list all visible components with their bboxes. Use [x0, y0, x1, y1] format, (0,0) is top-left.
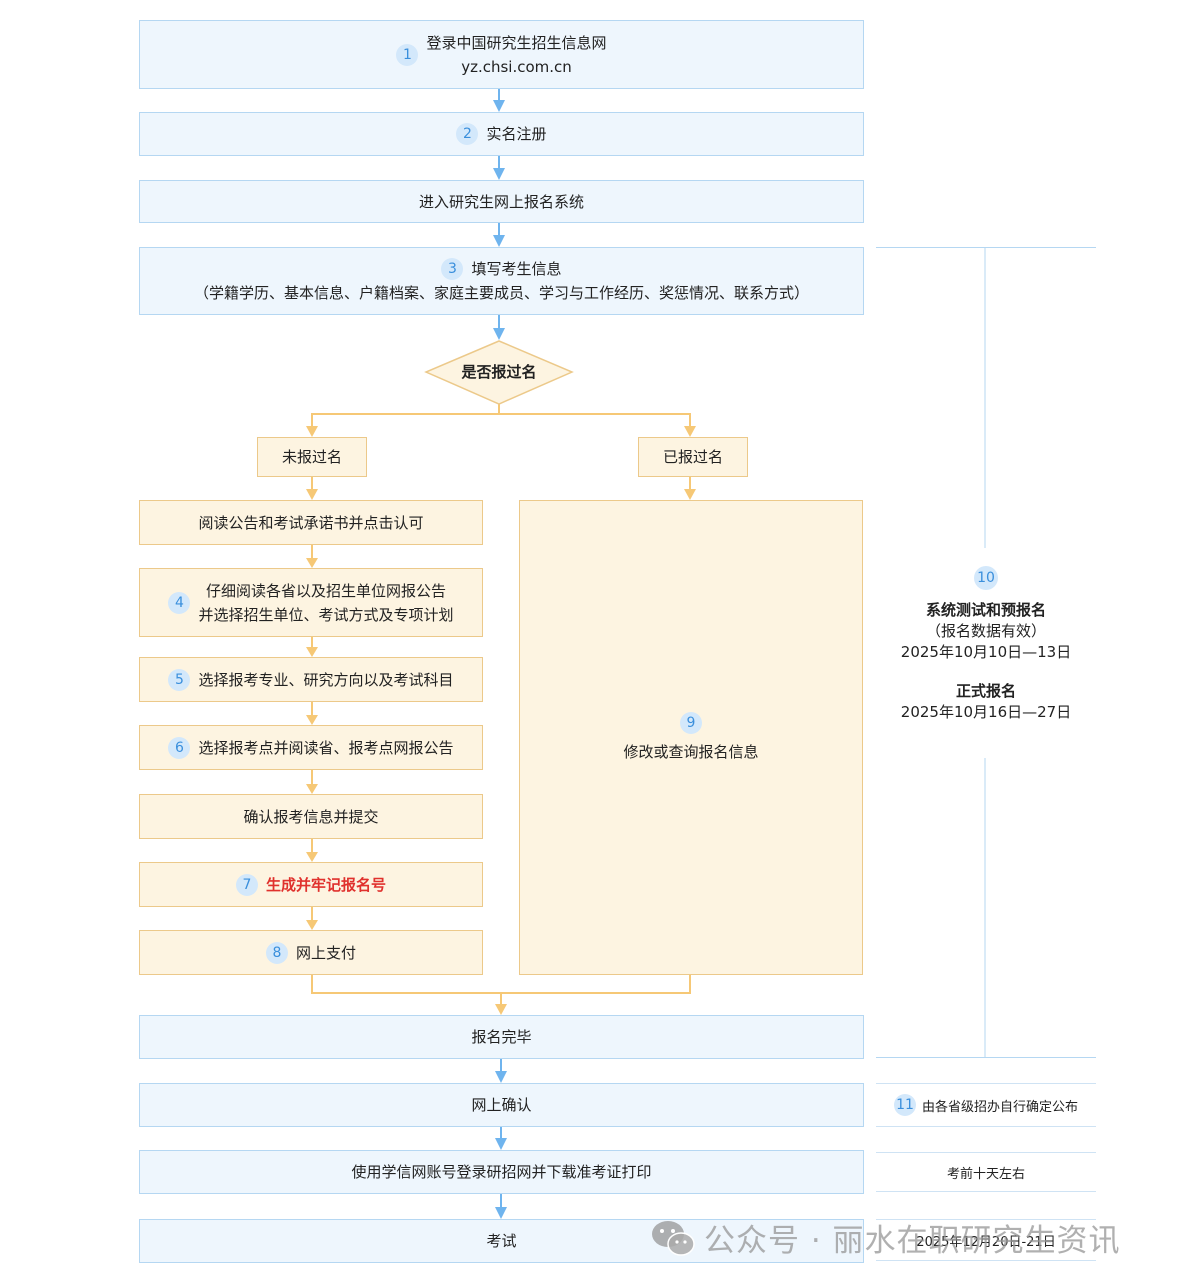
select-major-label: 选择报考专业、研究方向以及考试科目 — [198, 670, 454, 689]
read-notice-step: 阅读公告和考试承诺书并点击认可 — [139, 500, 483, 545]
read-unit-line2: 并选择招生单位、考试方式及专项计划 — [198, 605, 454, 624]
watermark-text: 公众号 · 丽水在职研究生资讯 — [704, 1223, 1121, 1259]
registered-label: 已报过名 — [662, 448, 723, 466]
enter-system-label: 进入研究生网上报名系统 — [418, 192, 584, 211]
step-number: 10 — [974, 566, 998, 590]
wechat-icon — [652, 1220, 695, 1256]
registered-branch: 已报过名 — [638, 437, 748, 477]
login-url: yz.chsi.com.cn — [461, 57, 572, 76]
pay-step: 8 网上支付 — [139, 930, 483, 975]
confirm-time-note: 11 由各省级招办自行确定公布 — [876, 1083, 1096, 1127]
not-registered-label: 未报过名 — [281, 448, 342, 466]
step-number: 1 — [396, 43, 419, 66]
test-period-title: 系统测试和预报名 — [925, 601, 1046, 619]
step-number: 4 — [168, 591, 191, 614]
confirm-submit-step: 确认报考信息并提交 — [139, 794, 483, 839]
pay-label: 网上支付 — [295, 943, 356, 962]
fill-info-detail: （学籍学历、基本信息、户籍档案、家庭主要成员、学习与工作经历、奖惩情况、联系方式… — [193, 284, 809, 302]
print-ticket-step: 使用学信网账号登录研招网并下载准考证打印 — [139, 1150, 864, 1194]
select-major-step: 5 选择报考专业、研究方向以及考试科目 — [139, 657, 483, 702]
read-unit-step: 4 仔细阅读各省以及招生单位网报公告 并选择招生单位、考试方式及专项计划 — [139, 568, 483, 637]
test-period-dates: 2025年10月10日—13日 — [900, 643, 1072, 661]
generate-number-step: 7 生成并牢记报名号 — [139, 862, 483, 907]
registration-period-note: 10 系统测试和预报名 （报名数据有效） 2025年10月10日—13日 正式报… — [876, 566, 1096, 723]
login-step: 1 登录中国研究生招生信息网 yz.chsi.com.cn — [139, 20, 864, 89]
formal-period-dates: 2025年10月16日—27日 — [900, 703, 1072, 721]
formal-period-title: 正式报名 — [955, 682, 1016, 700]
confirm-submit-label: 确认报考信息并提交 — [243, 807, 379, 826]
select-site-label: 选择报考点并阅读省、报考点网报公告 — [198, 738, 454, 757]
select-site-step: 6 选择报考点并阅读省、报考点网报公告 — [139, 725, 483, 770]
complete-label: 报名完毕 — [471, 1028, 532, 1046]
step-number: 3 — [441, 258, 464, 280]
exam-step: 考试 — [139, 1219, 864, 1263]
login-title: 登录中国研究生招生信息网 — [426, 33, 607, 52]
decision-label: 是否报过名 — [461, 363, 537, 381]
generate-number-label: 生成并牢记报名号 — [265, 875, 386, 894]
fill-info-step: 3 填写考生信息 （学籍学历、基本信息、户籍档案、家庭主要成员、学习与工作经历、… — [139, 247, 864, 315]
side-divider-top — [876, 247, 1096, 248]
read-unit-line1: 仔细阅读各省以及招生单位网报公告 — [205, 581, 446, 600]
test-period-note: （报名数据有效） — [925, 622, 1046, 640]
step-number: 7 — [235, 873, 258, 896]
print-time-label: 考前十天左右 — [946, 1166, 1025, 1182]
complete-step: 报名完毕 — [139, 1015, 864, 1059]
read-notice-label: 阅读公告和考试承诺书并点击认可 — [198, 513, 424, 532]
not-registered-branch: 未报过名 — [257, 437, 367, 477]
modify-label: 修改或查询报名信息 — [623, 742, 759, 761]
watermark: 公众号 · 丽水在职研究生资讯 — [650, 1215, 1121, 1260]
step-number: 8 — [265, 941, 288, 964]
print-time-note: 考前十天左右 — [876, 1152, 1096, 1192]
print-ticket-label: 使用学信网账号登录研招网并下载准考证打印 — [351, 1163, 652, 1181]
online-confirm-label: 网上确认 — [471, 1096, 532, 1114]
exam-label: 考试 — [486, 1232, 517, 1250]
exam-time-note: 2025年12月20日-21日 — [876, 1219, 1096, 1261]
fill-info-title: 填写考生信息 — [471, 260, 562, 278]
register-label: 实名注册 — [486, 125, 547, 143]
confirm-time-label: 由各省级招办自行确定公布 — [921, 1099, 1078, 1115]
step-number: 11 — [893, 1094, 916, 1116]
step-number: 2 — [456, 123, 479, 145]
register-step: 2 实名注册 — [139, 112, 864, 156]
step-number: 6 — [168, 736, 191, 759]
side-divider-bottom — [876, 1057, 1096, 1058]
step-number: 9 — [679, 711, 702, 734]
enter-system-step: 进入研究生网上报名系统 — [139, 180, 864, 223]
modify-step: 9 修改或查询报名信息 — [519, 500, 863, 975]
step-number: 5 — [168, 668, 191, 691]
exam-time-label: 2025年12月20日-21日 — [916, 1234, 1056, 1250]
online-confirm-step: 网上确认 — [139, 1083, 864, 1127]
